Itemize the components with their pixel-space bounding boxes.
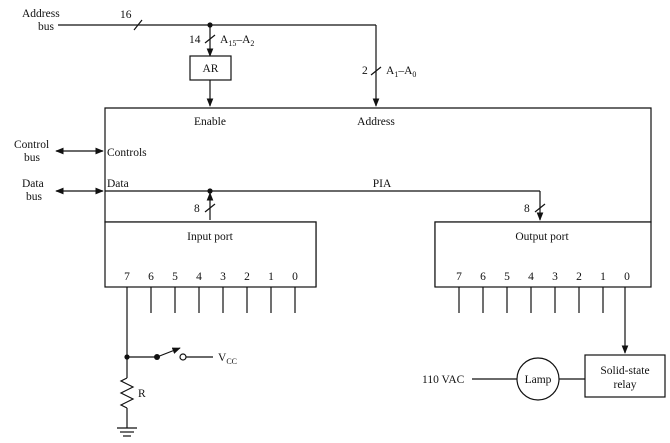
port-widths: 8 8 (194, 203, 546, 215)
data-bus: Data bus (22, 178, 544, 221)
input-width-slash (204, 203, 216, 213)
input-bit-label-6: 6 (148, 271, 154, 283)
enable-label: Enable (194, 116, 226, 128)
lower-width-slash (370, 66, 382, 76)
data-label: Data (107, 178, 129, 190)
ar-box: AR (189, 55, 232, 107)
input-bit-label-5: 5 (172, 271, 178, 283)
switch-contact (179, 353, 187, 361)
output-bit-label-1: 1 (600, 271, 606, 283)
resistor-symbol (119, 377, 135, 409)
bus-width-slash (133, 19, 143, 31)
pia-label: PIA (373, 178, 392, 190)
output-bit-label-4: 4 (528, 271, 534, 283)
data-bus-label-line1: Data (22, 178, 44, 190)
input-bit-label-1: 1 (268, 271, 274, 283)
address-bus: Address bus 16 (22, 8, 380, 107)
address-label: Address (357, 116, 395, 128)
output-bit-pins: 7 6 5 4 3 2 1 0 (456, 271, 630, 313)
controls-label: Controls (107, 147, 147, 159)
output-width-slash (534, 203, 546, 213)
switch-blade (156, 347, 181, 358)
vcc-label: VCC (218, 352, 237, 366)
output-width-label: 8 (524, 203, 530, 215)
upper-width-slash (204, 34, 216, 44)
bus-width-label: 16 (120, 9, 132, 21)
upper-address-lines: 14 A15–A2 (189, 25, 254, 57)
output-bit-label-5: 5 (504, 271, 510, 283)
output-bit-label-2: 2 (576, 271, 582, 283)
input-bit-label-0: 0 (292, 271, 298, 283)
input-bit-pins: 7 6 5 4 3 2 1 0 (124, 271, 298, 313)
control-bus-label-line1: Control (14, 139, 49, 151)
data-junction-dot (207, 188, 213, 194)
input-bit-label-4: 4 (196, 271, 202, 283)
input-bit-label-3: 3 (220, 271, 226, 283)
control-bus-label-line2: bus (24, 152, 41, 164)
relay-label-line1: Solid-state (600, 365, 649, 377)
switch-circuit: VCC R (117, 287, 237, 437)
control-bus: Control bus (14, 139, 104, 164)
input-port: Input port 7 6 5 4 3 2 1 0 (104, 221, 317, 313)
ar-label: AR (203, 63, 219, 75)
output-port: Output port 7 6 5 4 3 2 1 0 (434, 221, 652, 313)
output-bit-label-3: 3 (552, 271, 558, 283)
output-port-rect (434, 221, 652, 288)
output-bit-label-0: 0 (624, 271, 630, 283)
input-port-rect (104, 221, 317, 288)
output-bit-label-6: 6 (480, 271, 486, 283)
input-bit-label-2: 2 (244, 271, 250, 283)
upper-lines-label: A15–A2 (220, 34, 254, 48)
input-bit-label-7: 7 (124, 271, 130, 283)
input-port-label: Input port (187, 231, 233, 243)
relay-label-line2: relay (614, 379, 637, 391)
relay-box (584, 354, 666, 398)
address-bus-label-line2: bus (38, 21, 55, 33)
lower-width-label: 2 (362, 65, 368, 77)
relay-circuit: Solid-state relay Lamp 110 VAC (422, 287, 666, 401)
output-port-label: Output port (515, 231, 569, 243)
address-bus-label-line1: Address (22, 8, 60, 20)
input-width-label: 8 (194, 203, 200, 215)
ar-rect (189, 55, 232, 81)
resistor-label: R (138, 388, 146, 400)
output-bit-label-7: 7 (456, 271, 462, 283)
mains-label: 110 VAC (422, 374, 465, 386)
lower-address-lines: 2 A1–A0 (362, 65, 416, 79)
data-bus-label-line2: bus (26, 191, 43, 203)
lamp-label: Lamp (525, 374, 552, 386)
lower-lines-label: A1–A0 (386, 65, 416, 79)
upper-width-label: 14 (189, 34, 201, 46)
